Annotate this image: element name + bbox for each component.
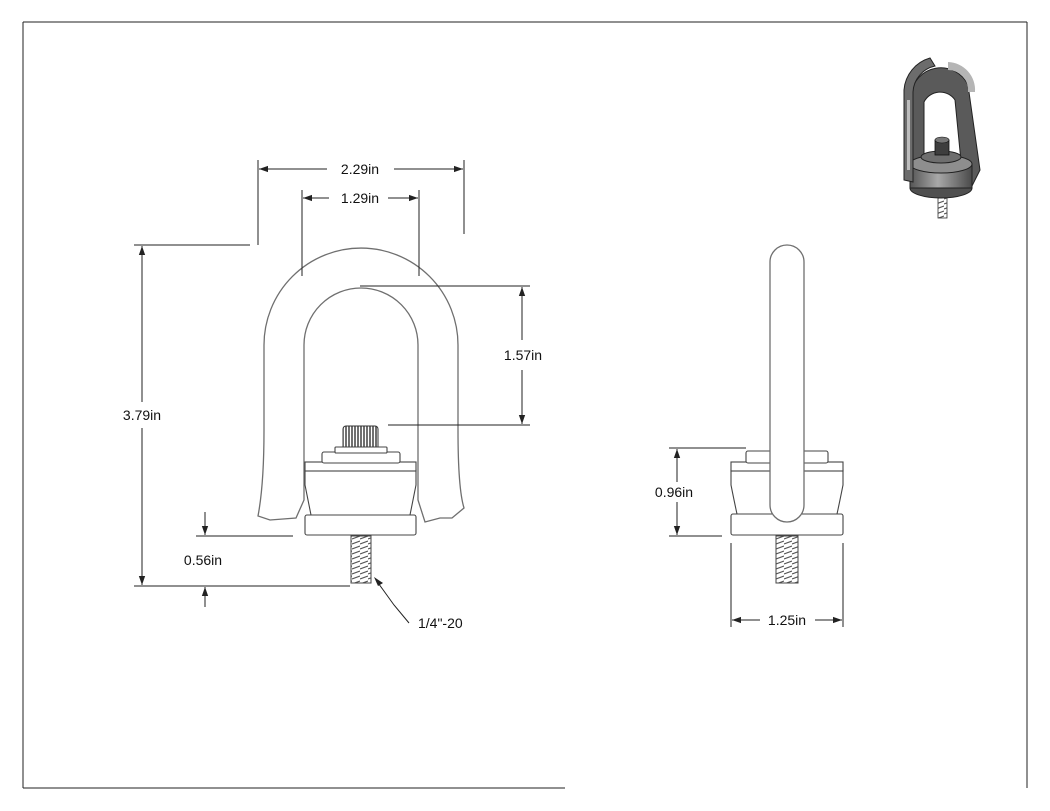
side-threaded-stud [775,535,799,584]
thread-spec-label: 1/4"-20 [418,615,463,631]
thread-length-label: 0.56in [184,552,222,568]
dim-thread-length: 0.56in [184,512,293,607]
side-view [730,244,844,584]
isometric-render [903,57,981,219]
front-swivel-body [304,469,417,516]
dim-overall-width: 2.29in [257,160,465,245]
inner-width-label: 1.29in [341,190,379,206]
side-body-height-label: 0.96in [655,484,693,500]
overall-height-label: 3.79in [123,407,161,423]
dim-overall-height: 3.79in [123,244,350,587]
front-threaded-stud [350,535,372,584]
render-bolt-top [934,136,950,144]
dim-inner-height: 1.57in [360,285,542,426]
dim-side-body-width: 1.25in [730,543,844,628]
inner-height-label: 1.57in [504,347,542,363]
dim-side-body-height: 0.96in [655,447,746,537]
front-view [257,247,465,584]
render-bail-front-highlight [907,100,910,170]
dim-inner-width: 1.29in [301,190,420,276]
front-bolt-base [334,446,388,454]
render-bail-front-leg [903,57,936,183]
side-bail-edge [769,244,805,523]
render-thread [937,195,948,219]
overall-width-label: 2.29in [341,161,379,177]
front-base-collar [304,514,417,536]
front-washer [321,451,401,464]
front-knurled-bolt-head [342,425,379,451]
side-body-width-label: 1.25in [768,612,806,628]
sheet-border [22,21,1028,789]
thread-callout: 1/4"-20 [374,577,463,631]
front-bail [257,247,465,523]
render-bail-highlight [948,62,976,92]
